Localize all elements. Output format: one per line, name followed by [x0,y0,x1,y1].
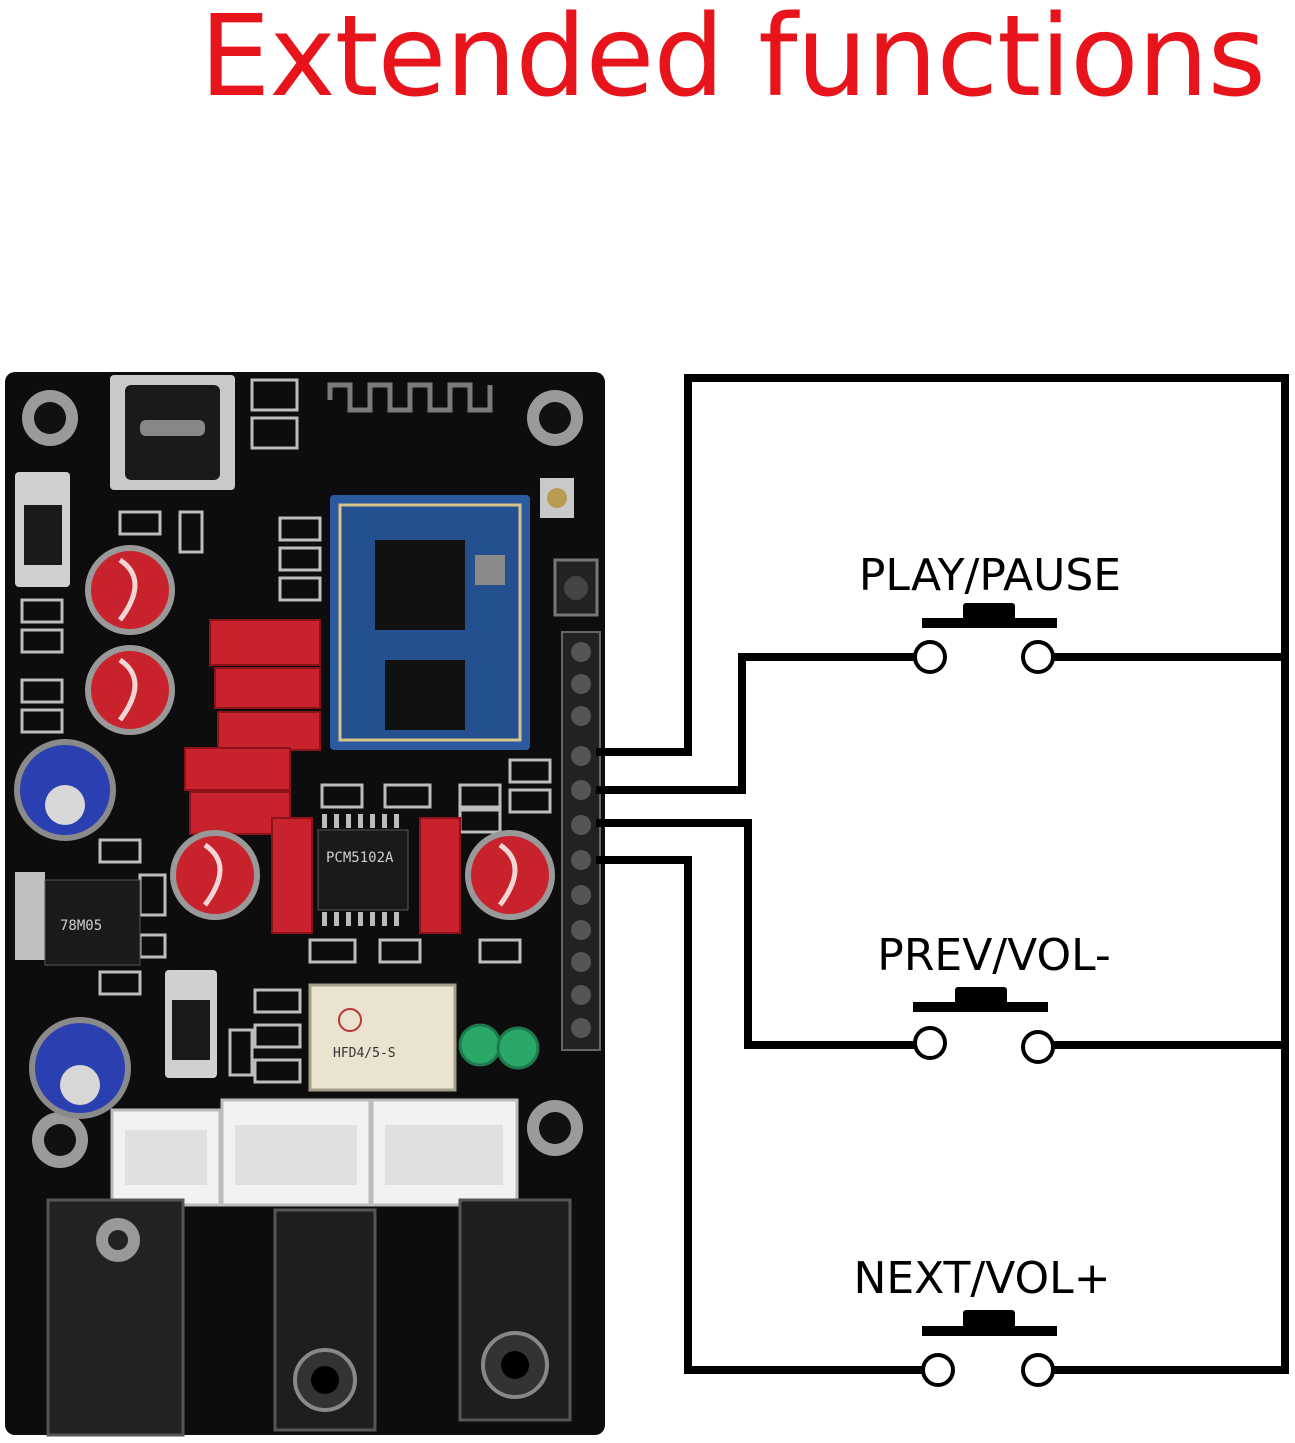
page-title: Extended functions [199,0,1266,122]
electrolytic-capacitor [465,830,555,920]
smd-diode [15,472,70,587]
usb-c-port [110,375,235,490]
dac-chip-label: PCM5102A [326,850,394,866]
electrolytic-capacitor [85,645,175,735]
dc-power-jack [46,1198,185,1437]
electrolytic-capacitor [85,545,175,635]
relay: HFD4/5-S [308,983,457,1092]
voltage-regulator: 78M05 [15,872,141,966]
next-wire [596,856,924,1374]
mounting-hole [527,390,583,446]
next-vol-up-label: NEXT/VOL+ [853,1253,1110,1304]
board-tact-switch [553,558,599,617]
jst-connector [110,1108,222,1207]
electrolytic-capacitor [170,830,260,920]
audio-jack [458,1198,572,1422]
electrolytic-capacitor-blue [14,739,116,841]
play-pause-switch [913,603,1057,674]
electrolytic-capacitor-blue [29,1017,131,1119]
prev-vol-down-label: PREV/VOL- [877,930,1110,981]
prev-vol-down-switch [913,987,1055,1064]
wiring-schematic [596,374,1289,1374]
play-pause-wire [596,653,918,794]
smd-pads [20,378,552,1084]
pin-header [561,631,601,1051]
dac-chip: PCM5102A [317,814,409,926]
film-capacitors [184,619,461,934]
jst-connector [220,1098,372,1207]
pcb-board: PCM5102A [5,372,605,1437]
regulator-label: 78M05 [60,918,102,934]
audio-jack [273,1208,377,1432]
relay-label: HFD4/5-S [333,1046,396,1061]
bluetooth-module [330,495,530,750]
mounting-hole [32,1112,88,1168]
play-pause-label: PLAY/PAUSE [859,550,1121,601]
next-vol-up-switch [921,1310,1057,1387]
jst-connector [370,1098,519,1207]
mounting-hole [527,1100,583,1156]
antenna-trace [327,382,493,413]
smd-diode [165,970,217,1078]
led-green [458,1023,502,1067]
prev-wire [596,819,918,1049]
led-green [496,1026,540,1070]
antenna-connector [540,478,574,518]
common-wire [596,374,1289,1374]
mounting-hole [22,390,78,446]
